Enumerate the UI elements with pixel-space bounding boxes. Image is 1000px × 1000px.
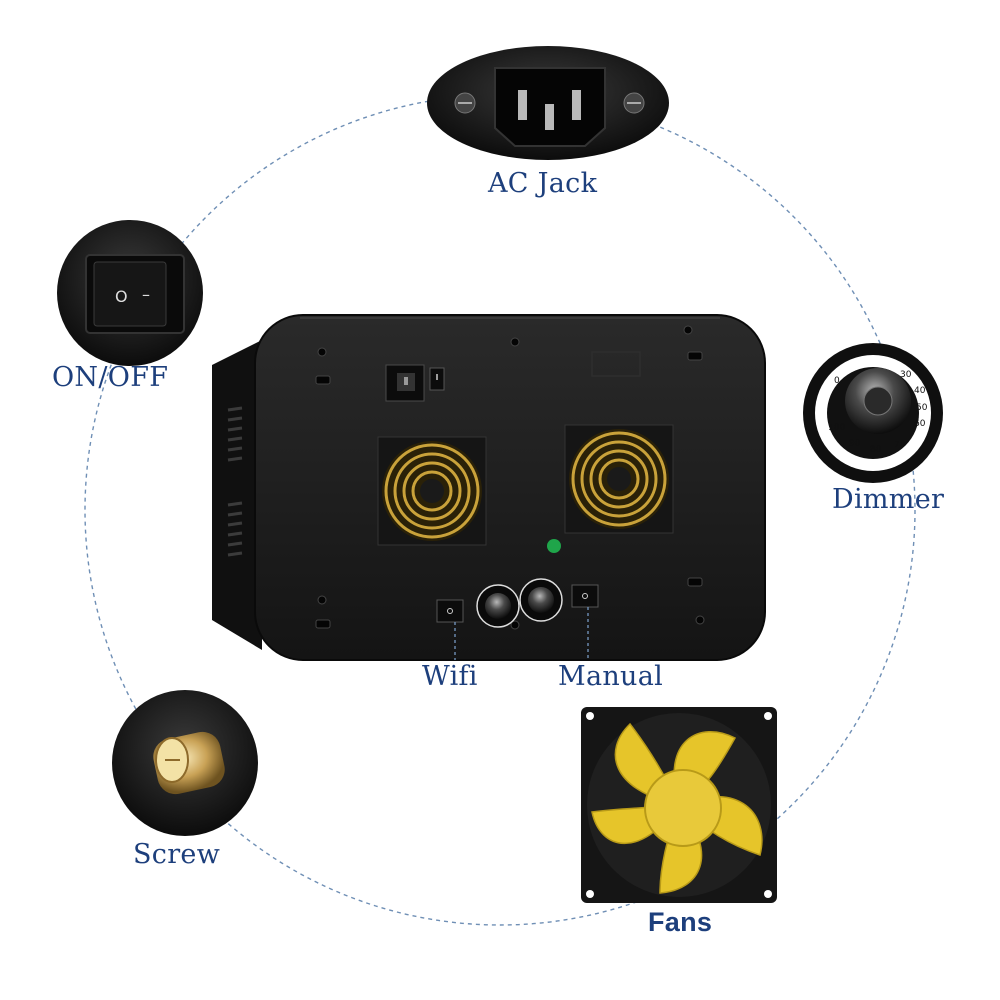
fan-icon (581, 707, 777, 903)
svg-text:0: 0 (834, 376, 840, 386)
panel-power-switch (429, 367, 445, 391)
screw-icon (112, 690, 258, 836)
svg-text:100: 100 (828, 423, 845, 433)
panel-manual-switch (571, 584, 599, 608)
panel-wifi-switch (436, 599, 464, 623)
screw-label: Screw (133, 839, 221, 870)
dimmer-label: Dimmer (832, 484, 945, 515)
power-switch-icon: O – (57, 220, 203, 366)
wifi-label: Wifi (422, 661, 478, 692)
green-indicator (547, 539, 561, 553)
manual-label: Manual (558, 661, 664, 692)
panel-dimmer-knobs (476, 578, 563, 628)
svg-text:70: 70 (894, 440, 906, 450)
svg-text:40: 40 (914, 386, 926, 396)
switch-on-mark: – (142, 285, 150, 304)
panel-ac-jack (385, 364, 425, 402)
on-off-label: ON/OFF (52, 362, 169, 393)
svg-text:90: 90 (849, 439, 861, 449)
svg-text:60: 60 (914, 419, 926, 429)
svg-text:50: 50 (916, 403, 928, 413)
switch-off-mark: O (115, 287, 128, 306)
dimmer-knob-icon: 0 30 40 50 60 70 80 90 100 (803, 343, 943, 483)
panel-fan-right (564, 424, 674, 534)
grow-light-back-panel (212, 314, 766, 661)
svg-text:80: 80 (870, 445, 882, 455)
dimmer-scale: 0 30 40 50 60 70 80 90 100 (828, 370, 928, 455)
ac-jack-icon (427, 46, 669, 160)
fans-label: Fans (648, 907, 713, 937)
panel-fan-left (377, 436, 487, 546)
svg-text:30: 30 (900, 370, 912, 380)
ac-jack-label: AC Jack (488, 168, 598, 199)
side-vents (227, 406, 243, 557)
